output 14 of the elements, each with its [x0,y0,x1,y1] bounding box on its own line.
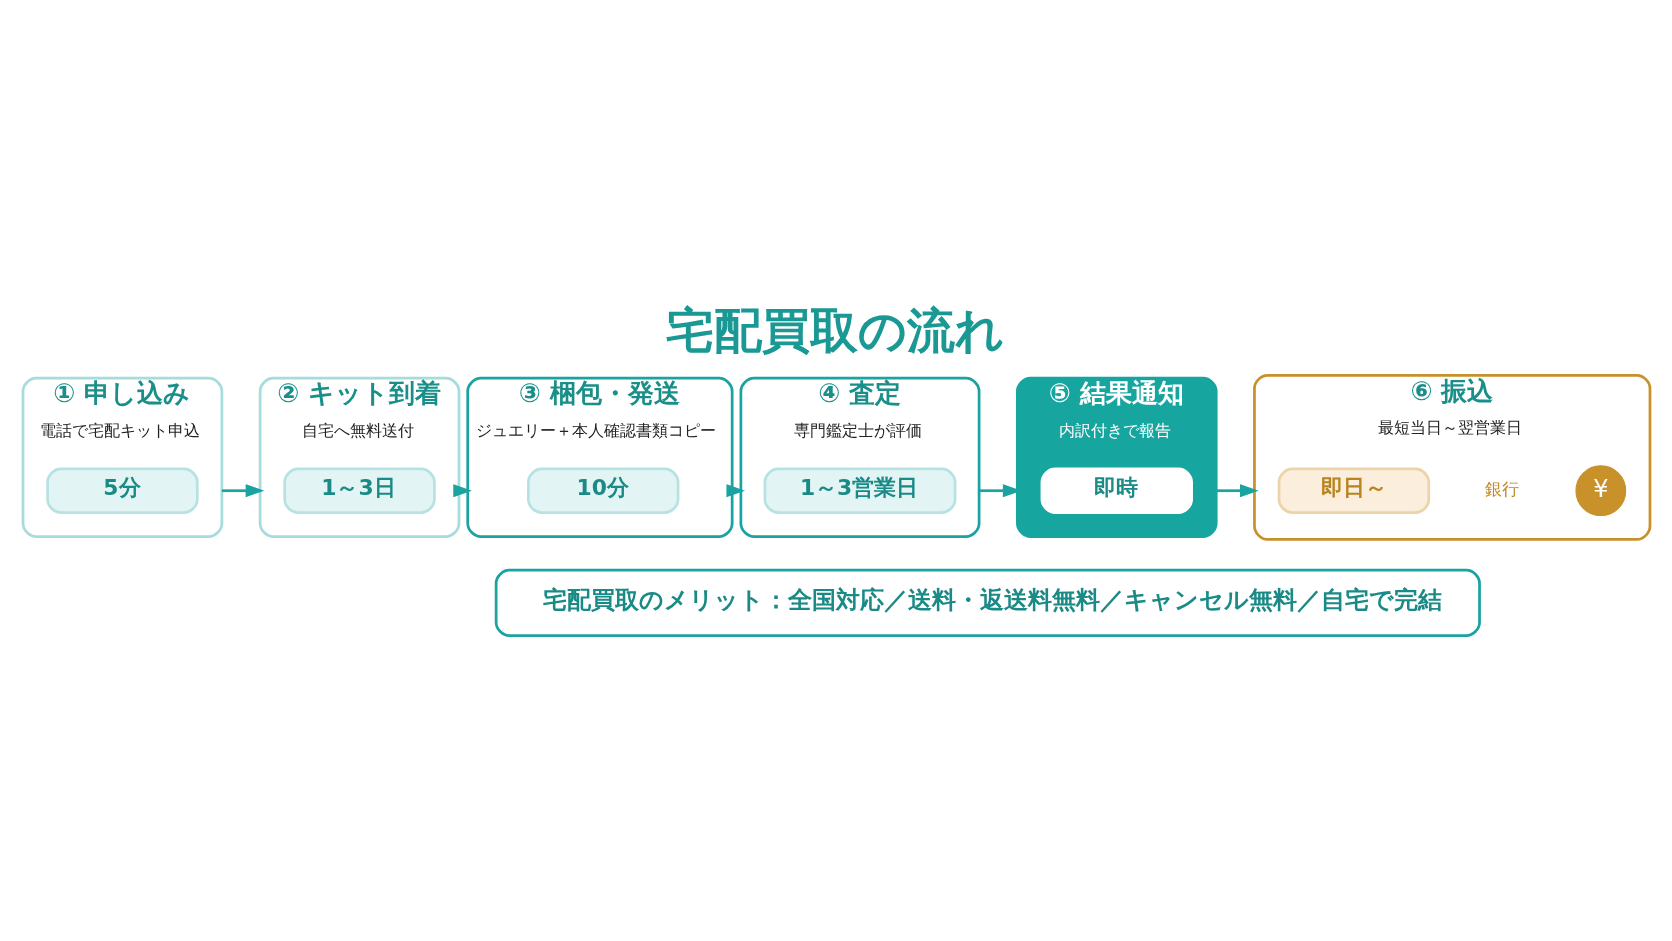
arrow [1215,484,1259,498]
arrow [221,484,264,498]
label: ¥ [1592,474,1608,503]
arrow [452,484,472,498]
node-box: 1～3営業日 [763,467,956,514]
node-box: 即時 [1040,467,1193,514]
node-box: 5分 [45,467,199,514]
node-box: 即日～ [1277,467,1430,514]
arrow [725,484,745,498]
label: 銀行 [1484,478,1519,499]
node-box: 1～3日 [282,467,436,514]
node-box: 10分 [526,467,679,514]
node-box: 宅配買取のメリット：全国対応／送料・返送料無料／キャンセル無料／自宅で完結 [494,568,1481,637]
diagram-title: 宅配買取の流れ [665,302,1004,359]
